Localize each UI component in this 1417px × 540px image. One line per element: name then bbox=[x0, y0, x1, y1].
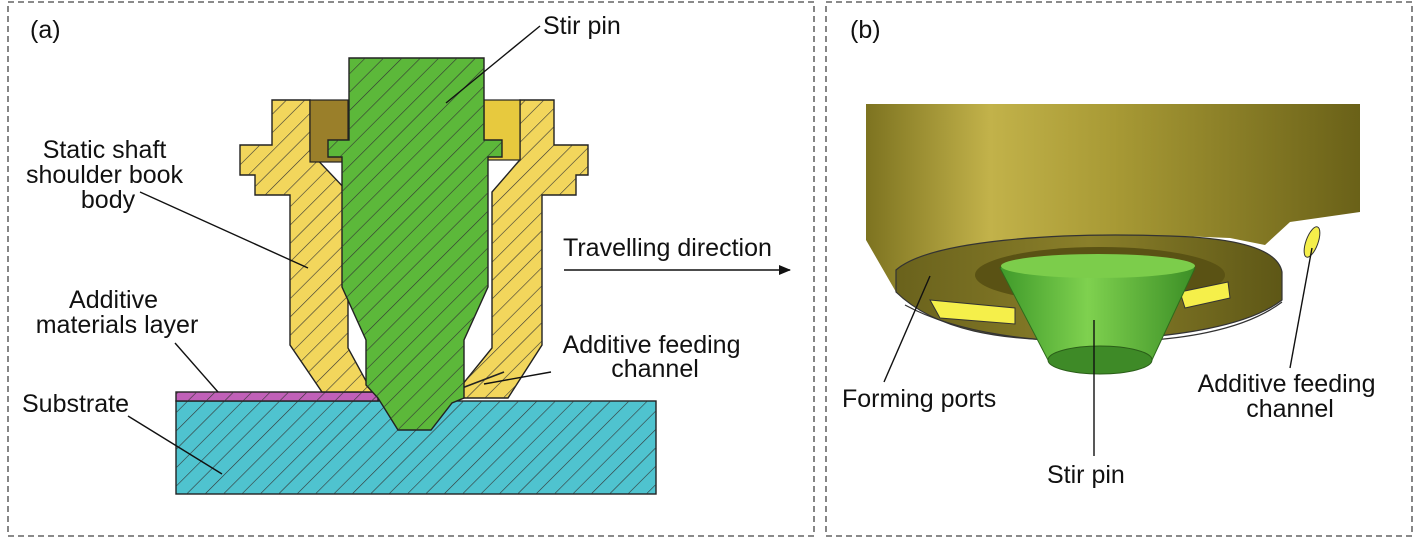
feeding-channel-hole bbox=[1303, 226, 1321, 258]
feeding-channel-b-line-1: Additive feeding bbox=[1198, 370, 1376, 398]
forming-port-slot-left bbox=[929, 299, 1016, 325]
static-shaft-leader bbox=[139, 191, 309, 269]
stir-pin-section bbox=[327, 57, 503, 431]
panel-a: (a) Stir pin Static shaft shoulder book … bbox=[22, 12, 791, 495]
feeding-channel-leader-a bbox=[483, 371, 552, 385]
static-shaft-line-1: Static shaft bbox=[43, 136, 167, 164]
static-shaft-line-3: body bbox=[81, 186, 136, 214]
additive-layer-label: Additive materials layer bbox=[36, 286, 199, 339]
stir-pin-3d-top bbox=[1001, 254, 1195, 278]
feeding-channel-line bbox=[461, 371, 505, 389]
shoulder-body-left bbox=[239, 99, 374, 393]
forming-port-slot-right bbox=[1179, 281, 1231, 309]
stir-pin-label-a: Stir pin bbox=[543, 12, 621, 40]
additive-layer-leader bbox=[174, 342, 219, 393]
feeding-channel-a-line-2: channel bbox=[611, 355, 699, 383]
substrate-label: Substrate bbox=[22, 390, 129, 418]
panel-b: (b) Forming ports Stir pin Additive feed… bbox=[842, 16, 1383, 489]
shoulder-body-right bbox=[453, 99, 589, 399]
feeding-channel-leader-b bbox=[1289, 247, 1313, 369]
feeding-channel-label-b: Additive feeding channel bbox=[1198, 370, 1383, 423]
panel-a-frame bbox=[7, 1, 815, 537]
panel-b-frame bbox=[825, 1, 1413, 537]
panel-a-label: (a) bbox=[30, 16, 61, 44]
stir-pin-3d-tip bbox=[1047, 345, 1153, 375]
feeding-channel-label-a: Additive feeding channel bbox=[563, 331, 748, 383]
panel-b-label: (b) bbox=[850, 16, 881, 44]
stir-pin-leader-a bbox=[445, 25, 541, 104]
forming-ports-label: Forming ports bbox=[842, 385, 996, 413]
feeding-channel-b-line-2: channel bbox=[1246, 395, 1334, 423]
static-shaft-label: Static shaft shoulder book body bbox=[26, 136, 190, 214]
travelling-direction-label: Travelling direction bbox=[563, 234, 772, 262]
additive-layer-line-2: materials layer bbox=[36, 311, 199, 339]
static-shaft-line-2: shoulder book bbox=[26, 161, 184, 189]
stir-pin-label-b: Stir pin bbox=[1047, 461, 1125, 489]
additive-layer-line-1: Additive bbox=[69, 286, 158, 314]
substrate-leader bbox=[127, 415, 223, 475]
feeding-channel-a-line-1: Additive feeding bbox=[563, 331, 741, 359]
forming-ports-leader bbox=[883, 275, 931, 383]
additive-layer bbox=[175, 391, 379, 402]
